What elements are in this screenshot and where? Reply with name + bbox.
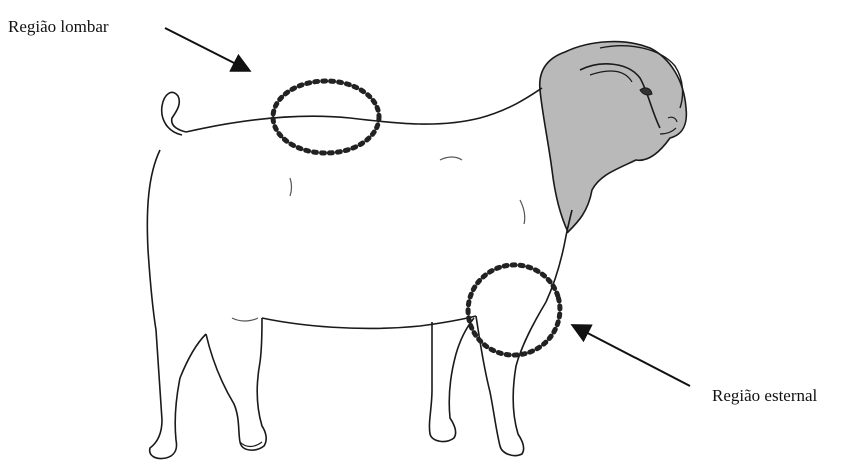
goat-front-leg-2 [476,302,546,456]
goat-detail-4 [232,318,258,321]
lumbar-region-label: Região lombar [8,18,109,35]
goat-tail [162,92,186,135]
goat-hind-leg-2 [206,318,266,450]
goat-chest [546,210,572,302]
goat-back [186,88,542,132]
goat-head-shaded [540,42,687,232]
lumbar-arrow [165,28,248,70]
goat-front-leg-1 [429,318,474,441]
goat-hind-hoof [240,442,262,447]
sternal-region-marker [458,255,570,366]
goat-belly [262,316,476,328]
goat-detail-2 [290,178,292,196]
sternal-arrow [574,326,690,386]
goat-detail-3 [520,200,525,224]
goat-detail-1 [440,157,462,160]
sternal-region-label: Região esternal [712,387,817,404]
goat-rear-outline [147,150,206,459]
